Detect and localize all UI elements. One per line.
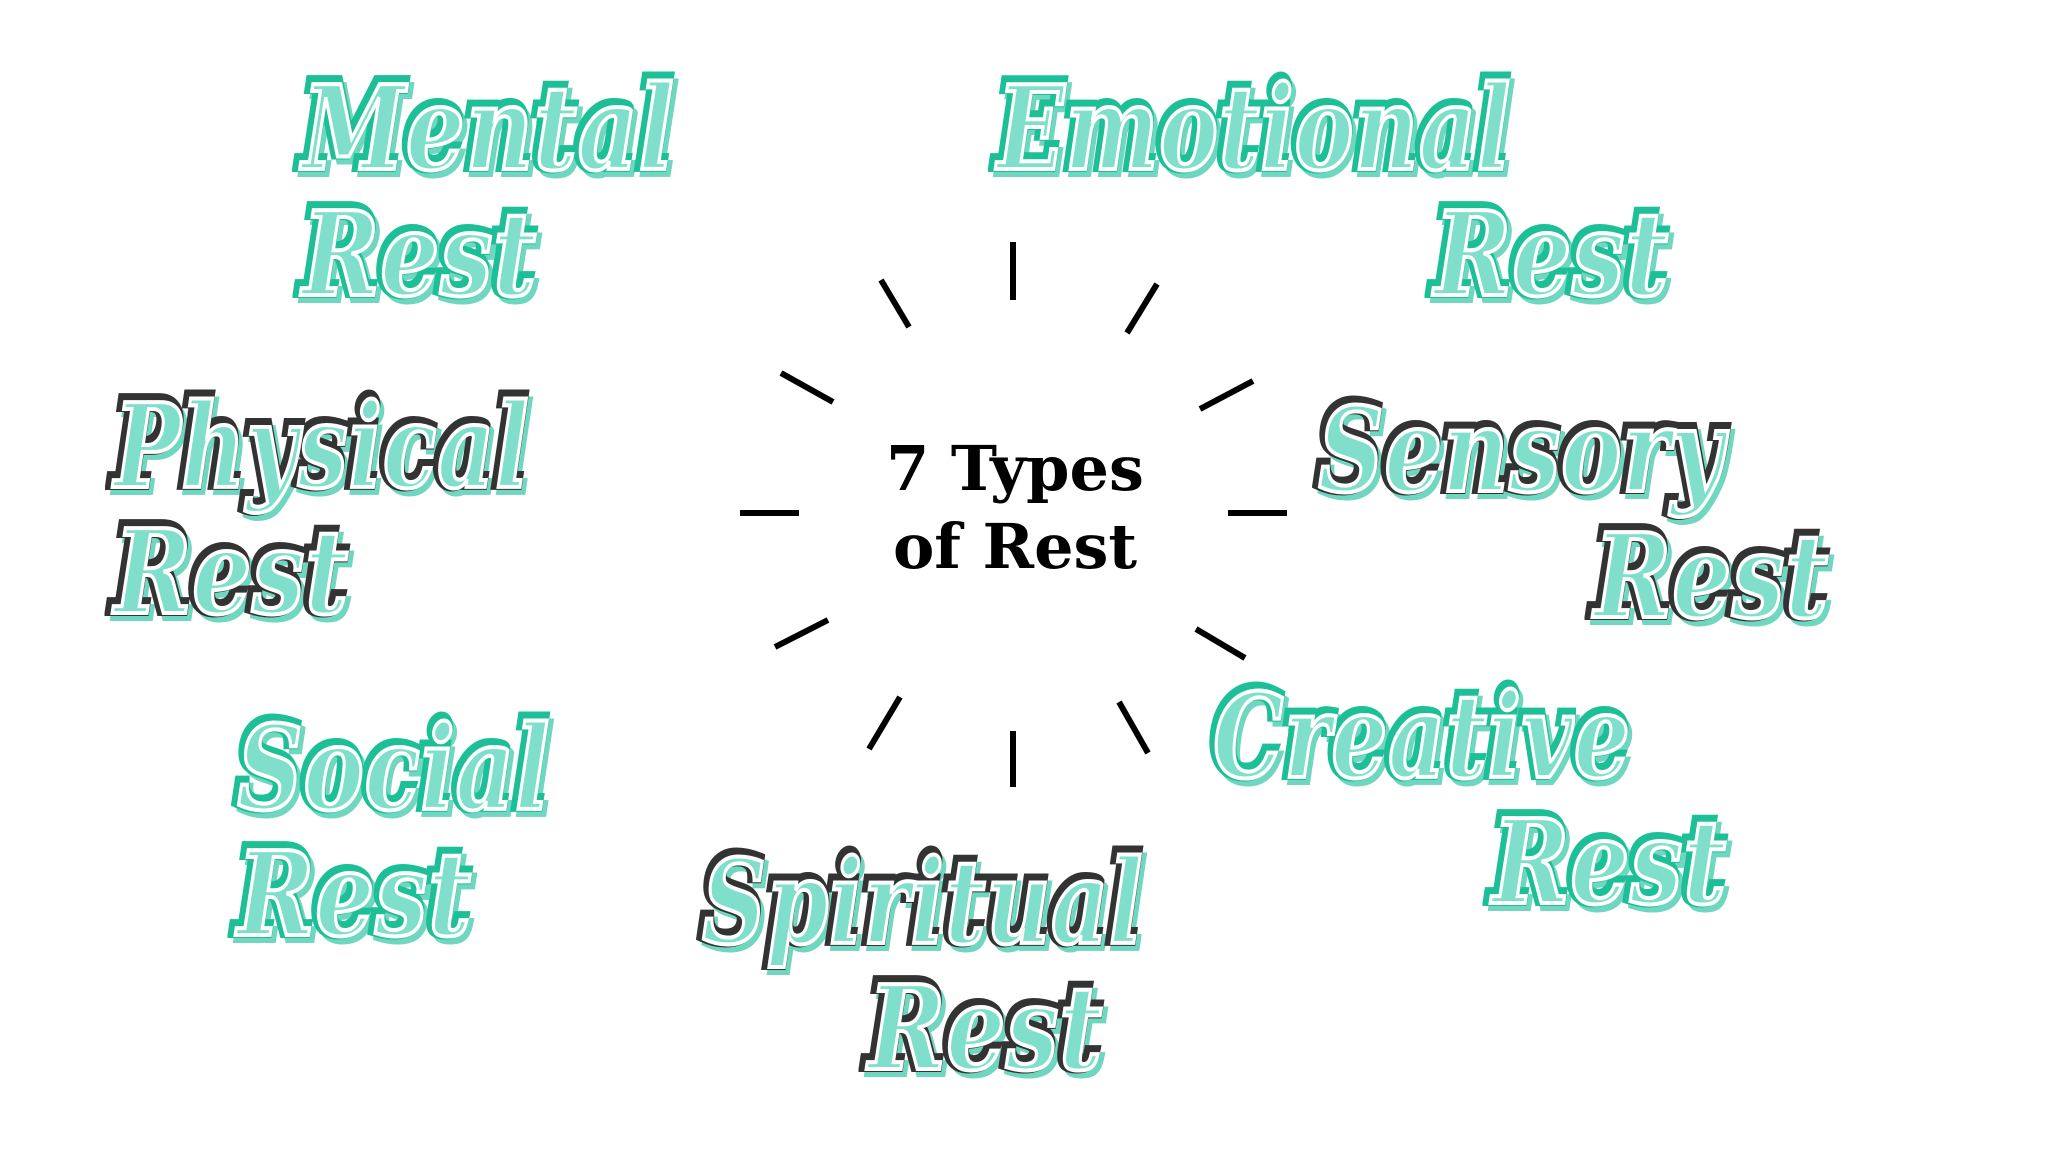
mental-rest-word: Rest Rest Rest Rest — [295, 184, 542, 326]
spiritual-word: Spiritual Spiritual Spiritual Spiritual — [695, 832, 1148, 974]
title-line-1: 7 Types — [886, 432, 1144, 505]
page-title: 7 Types of Rest — [840, 430, 1190, 586]
creative-word: Creative Creative Creative Creative — [1206, 666, 1636, 808]
social-rest-word: Rest Rest Rest Rest — [230, 824, 477, 966]
spiritual-rest-word: Rest Rest Rest Rest — [861, 958, 1108, 1100]
sensory-rest-word: Rest Rest Rest Rest — [1587, 506, 1834, 648]
mental-word: Mental Mental Mental Mental — [295, 58, 680, 200]
emotional-rest-word: Rest Rest Rest Rest — [1427, 184, 1674, 326]
physical-rest-word: Rest Rest Rest Rest — [107, 502, 354, 644]
social-word: Social Social Social Social — [230, 698, 555, 840]
title-line-2: of Rest — [892, 510, 1138, 583]
creative-rest-word: Rest Rest Rest Rest — [1485, 792, 1732, 934]
emotional-word: Emotional Emotional Emotional Emotional — [990, 58, 1516, 200]
sensory-word: Sensory Sensory Sensory Sensory — [1311, 380, 1729, 522]
physical-word: Physical Physical Physical Physical — [107, 376, 534, 518]
